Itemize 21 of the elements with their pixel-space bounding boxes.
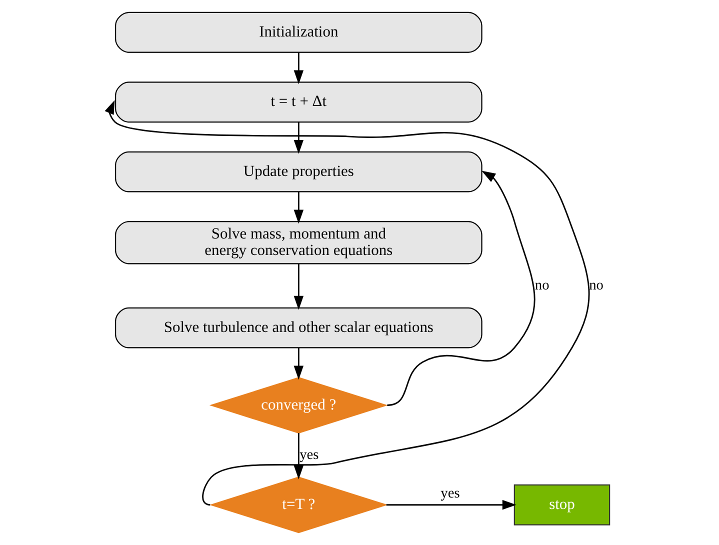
node-box: Update properties (115, 151, 482, 192)
node-box: Initialization (115, 12, 482, 53)
edge-label: no (589, 278, 604, 294)
arrow (294, 433, 304, 480)
node-box: Solve mass, momentum and energy conservation equations (115, 221, 482, 264)
edge-label: no (534, 278, 550, 294)
node-diamond: t=T ? (209, 476, 388, 534)
arrow (294, 122, 304, 154)
node-box: stop (514, 484, 610, 526)
arrow (294, 52, 304, 84)
arrow (386, 500, 516, 510)
arrow (105, 100, 590, 506)
node-box: Solve turbulence and other scalar equations (115, 307, 482, 348)
arrow (294, 192, 304, 224)
arrow (294, 264, 304, 310)
node-box: t = t + Δt (115, 82, 482, 123)
edge-label: yes (440, 486, 460, 502)
node-diamond: converged ? (209, 377, 388, 434)
edge-label: yes (300, 446, 319, 463)
arrow (294, 348, 304, 380)
arrow (387, 170, 536, 406)
